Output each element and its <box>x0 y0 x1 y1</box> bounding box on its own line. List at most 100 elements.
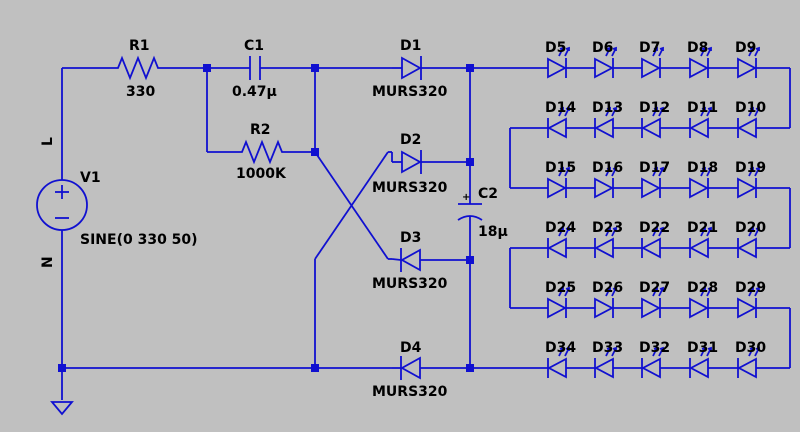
resistor-r1: R1 330 <box>112 38 162 100</box>
led-diode: D15 <box>545 160 576 199</box>
led-label: D30 <box>735 340 766 356</box>
led-label: D19 <box>735 160 766 176</box>
led-label: D9 <box>735 40 756 56</box>
led-diode: D7 <box>639 40 664 79</box>
r1-name: R1 <box>129 38 150 54</box>
diode-d2: D2 MURS320 <box>372 132 470 196</box>
led-diode: D27 <box>639 280 670 319</box>
led-label: D20 <box>735 220 766 236</box>
resistor-r2: R2 1000K <box>236 122 287 182</box>
led-diode: D9 <box>735 40 760 79</box>
led-label: D24 <box>545 220 576 236</box>
ground-symbol <box>50 401 74 416</box>
led-label: D28 <box>687 280 718 296</box>
led-diode: D5 <box>545 40 570 79</box>
led-diode: D23 <box>592 220 623 259</box>
c2-value: 18μ <box>478 224 508 240</box>
v1-value: SINE(0 330 50) <box>80 232 198 248</box>
d2-value: MURS320 <box>372 180 448 196</box>
led-diode: D12 <box>639 100 670 139</box>
led-diode: D13 <box>592 100 623 139</box>
c1-name: C1 <box>244 38 264 54</box>
led-label: D7 <box>639 40 660 56</box>
capacitor-c1: C1 0.47μ <box>232 38 277 100</box>
led-diode: D24 <box>545 220 576 259</box>
junction-dots <box>58 64 474 372</box>
led-diode: D26 <box>592 280 623 319</box>
led-label: D14 <box>545 100 576 116</box>
led-diode: D10 <box>735 100 766 139</box>
led-diode: D14 <box>545 100 576 139</box>
led-label: D13 <box>592 100 623 116</box>
led-label: D17 <box>639 160 670 176</box>
led-diode: D33 <box>592 340 623 379</box>
led-label: D32 <box>639 340 670 356</box>
capacitor-c2: + C2 18μ <box>457 68 508 368</box>
led-label: D33 <box>592 340 623 356</box>
led-label: D6 <box>592 40 613 56</box>
junction-dot <box>311 148 319 156</box>
led-label: D26 <box>592 280 623 296</box>
led-label: D8 <box>687 40 708 56</box>
led-label: D11 <box>687 100 718 116</box>
junction-dot <box>58 364 66 372</box>
v1-name: V1 <box>80 170 101 186</box>
r1-value: 330 <box>126 84 155 100</box>
led-diode: D18 <box>687 160 718 199</box>
diode-d4: D4 MURS320 <box>372 340 545 400</box>
junction-dot <box>203 64 211 72</box>
led-label: D10 <box>735 100 766 116</box>
led-label: D23 <box>592 220 623 236</box>
led-label: D16 <box>592 160 623 176</box>
diode-d3: D3 MURS320 <box>372 230 470 292</box>
led-diode: D21 <box>687 220 718 259</box>
led-label: D29 <box>735 280 766 296</box>
d3-name: D3 <box>400 230 421 246</box>
d4-name: D4 <box>400 340 422 356</box>
d1-value: MURS320 <box>372 84 448 100</box>
led-label: D12 <box>639 100 670 116</box>
led-diode: D28 <box>687 280 718 319</box>
led-diode: D11 <box>687 100 718 139</box>
led-diode: D32 <box>639 340 670 379</box>
led-label: D25 <box>545 280 576 296</box>
led-diode: D6 <box>592 40 617 79</box>
led-diode: D25 <box>545 280 576 319</box>
led-label: D18 <box>687 160 718 176</box>
d1-name: D1 <box>400 38 421 54</box>
led-diode: D29 <box>735 280 766 319</box>
led-diode: D31 <box>687 340 718 379</box>
voltage-source-v1: V1 SINE(0 330 50) <box>36 170 198 248</box>
led-diode: D8 <box>687 40 712 79</box>
r2-name: R2 <box>250 122 271 138</box>
led-label: D27 <box>639 280 670 296</box>
junction-dot <box>311 64 319 72</box>
led-diode: D16 <box>592 160 623 199</box>
led-diode: D30 <box>735 340 766 379</box>
svg-text:+: + <box>462 192 470 203</box>
led-diode: D22 <box>639 220 670 259</box>
led-label: D15 <box>545 160 576 176</box>
led-label: D34 <box>545 340 576 356</box>
c1-value: 0.47μ <box>232 84 277 100</box>
c2-name: C2 <box>478 186 498 202</box>
junction-dot <box>311 364 319 372</box>
led-diode: D20 <box>735 220 766 259</box>
led-label: D21 <box>687 220 718 236</box>
d2-name: D2 <box>400 132 421 148</box>
led-diode: D34 <box>545 340 576 379</box>
led-label: D31 <box>687 340 718 356</box>
diode-d1: D1 MURS320 <box>372 38 545 100</box>
r2-value: 1000K <box>236 166 287 182</box>
net-label-line: L <box>40 137 56 146</box>
led-label: D5 <box>545 40 566 56</box>
d4-value: MURS320 <box>372 384 448 400</box>
led-diode: D19 <box>735 160 766 199</box>
led-label: D22 <box>639 220 670 236</box>
d3-value: MURS320 <box>372 276 448 292</box>
led-diode: D17 <box>639 160 670 199</box>
net-label-neutral: N <box>40 256 56 268</box>
